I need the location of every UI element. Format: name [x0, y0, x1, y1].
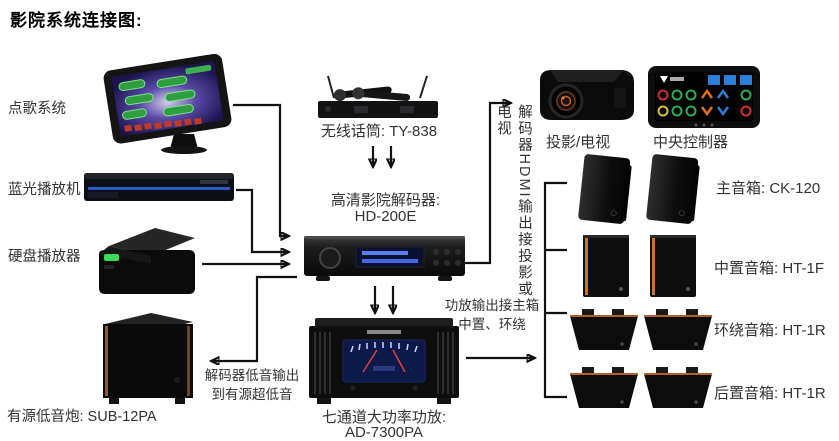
surround-speaker-right-image [644, 309, 712, 350]
wireless-mic-image [318, 75, 438, 118]
page-title: 影院系统连接图: [10, 11, 143, 30]
amp-output-line1: 功放输出接主箱 [444, 298, 540, 313]
amplifier-image [309, 318, 459, 404]
center-speaker-left-image [583, 235, 629, 297]
mic-label: 无线话筒: TY-838 [320, 123, 438, 140]
main-speaker-left-image [578, 154, 632, 224]
line-decoder-to-subwoofer [212, 275, 297, 361]
bluray-label: 蓝光播放机 [8, 182, 81, 198]
amp-label-line2: AD-7300PA [344, 424, 424, 441]
karaoke-tablet-image [103, 53, 232, 154]
line-bluray-to-decoder [236, 188, 288, 252]
main-speaker-label: 主音箱: CK-120 [716, 180, 821, 197]
bluray-player-image [84, 173, 234, 201]
hdmi-output-annotation: 解码器HDMI输出接投影或电视 [495, 104, 532, 298]
amp-label-line1: 七通道大功率功放: [321, 409, 447, 426]
controller-label: 中央控制器 [653, 134, 729, 151]
sub-output-line2: 到有源超低音 [211, 386, 293, 402]
surround-speaker-label: 环绕音箱: HT-1R [714, 322, 826, 339]
speaker-bus [543, 181, 567, 399]
subwoofer-image [103, 313, 193, 404]
amp-output-line2: 中置、环绕 [458, 316, 526, 332]
decoder-image [304, 236, 465, 281]
main-speaker-right-image [646, 154, 700, 224]
center-speaker-right-image [650, 235, 696, 297]
karaoke-label: 点歌系统 [8, 101, 66, 117]
surround-speaker-left-image [570, 309, 638, 350]
sub-output-line1: 解码器低音输出 [204, 368, 300, 383]
line-karaoke-to-decoder [233, 103, 288, 236]
projector-label: 投影/电视 [546, 134, 611, 151]
central-controller-image [648, 66, 760, 128]
hdd-label: 硬盘播放器 [8, 249, 81, 265]
projector-image [540, 70, 634, 120]
rear-speaker-right-image [644, 367, 712, 408]
rear-speaker-left-image [570, 367, 638, 408]
rear-speaker-label: 后置音箱: HT-1R [714, 385, 826, 402]
center-speaker-label: 中置音箱: HT-1F [714, 260, 825, 277]
sub-output-annotation: 解码器低音输出 到有源超低音 [196, 367, 308, 405]
decoder-label-line2: HD-200E [354, 208, 417, 225]
subwoofer-label: 有源低音炮: SUB-12PA [7, 409, 157, 425]
amp-output-annotation: 功放输出接主箱 中置、环绕 [436, 297, 548, 335]
hdd-player-image [99, 228, 195, 294]
decoder-label-line1: 高清影院解码器: [330, 192, 441, 209]
